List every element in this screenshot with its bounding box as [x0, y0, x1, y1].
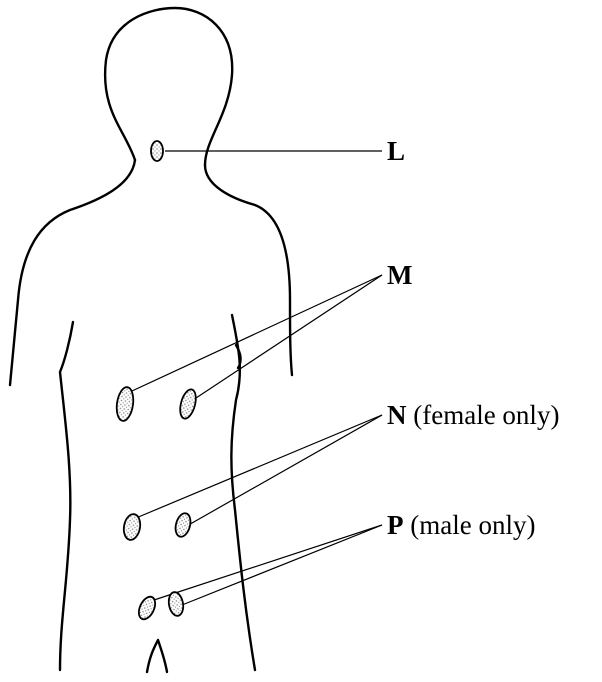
label-N: N (female only) [387, 400, 559, 430]
gland-N-right [173, 512, 193, 539]
pointer-P-left [154, 525, 382, 600]
pointer-M-right [193, 275, 382, 400]
gland-M-right [177, 388, 198, 421]
gland-N-left [122, 513, 142, 541]
label-M: M [387, 260, 412, 290]
pointer-P-right [182, 525, 382, 605]
label-P: P (male only) [387, 510, 535, 540]
pointer-M-left [132, 275, 382, 391]
gland-M-left [115, 386, 136, 422]
left-torso-outline [60, 322, 73, 670]
head-outline [105, 8, 232, 165]
left-shoulder-arm-outline [10, 160, 135, 385]
label-L: L [387, 136, 405, 166]
gland-P-right [167, 591, 185, 617]
right-torso-outline [231, 315, 255, 670]
pointer-N-left [136, 415, 382, 518]
pointer-N-right [185, 415, 382, 527]
gland-P-left [136, 594, 159, 622]
gland-L [151, 141, 163, 161]
crotch-outline [147, 640, 167, 672]
